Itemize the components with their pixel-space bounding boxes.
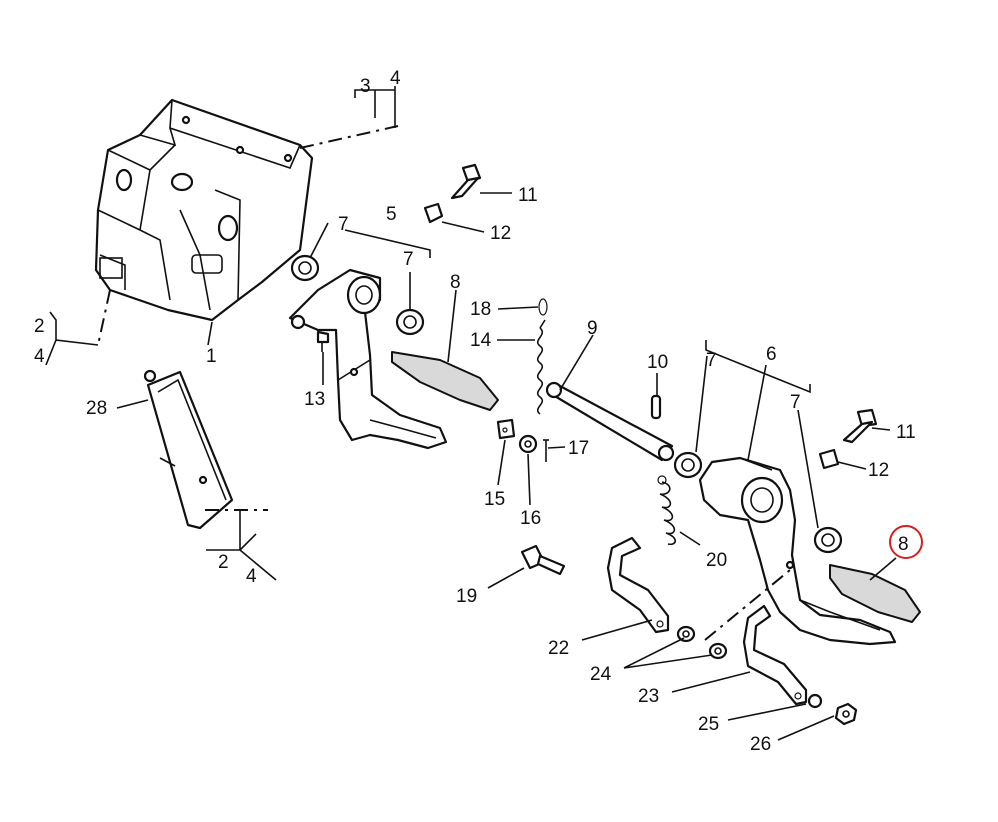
leader-lines [45, 86, 897, 741]
bolt-13 [316, 330, 330, 352]
brake-pedal-left [288, 268, 448, 450]
label-4-bottom: 4 [246, 566, 257, 587]
nut-26 [834, 702, 858, 726]
washer-24-a [676, 625, 696, 643]
link-arm-22 [606, 536, 670, 634]
bolt-19 [520, 544, 566, 576]
pin-10 [650, 394, 662, 420]
bolt-11-top [450, 163, 482, 200]
label-5: 5 [386, 204, 397, 225]
side-plate [143, 369, 268, 530]
pedal-bracket-housing [94, 98, 314, 322]
nut-12-right [818, 448, 840, 470]
bolt-11-right [842, 408, 878, 444]
label-11-right: 11 [896, 422, 916, 443]
label-7-b: 7 [403, 249, 414, 270]
label-20: 20 [706, 550, 727, 571]
label-4-left: 4 [34, 346, 45, 367]
label-19: 19 [456, 586, 477, 607]
label-2-bottom: 2 [218, 552, 229, 573]
label-28: 28 [86, 398, 107, 419]
label-8-left: 8 [450, 272, 461, 293]
label-24: 24 [590, 664, 612, 685]
link-arm-23 [742, 604, 808, 706]
nut-12-top [423, 202, 444, 224]
spring-14 [536, 319, 546, 415]
axis-line-top [299, 125, 399, 149]
label-14: 14 [470, 330, 492, 351]
bushing-right-1 [673, 451, 703, 479]
label-13: 13 [304, 389, 325, 410]
bushing-right-2 [813, 526, 843, 554]
label-22: 22 [548, 638, 569, 659]
washer-24-b [708, 642, 728, 660]
label-9: 9 [587, 318, 598, 339]
pin-18 [538, 298, 548, 316]
label-7-a: 7 [338, 214, 349, 235]
label-8-right: 8 [898, 534, 909, 555]
highlight-circle [889, 525, 923, 559]
label-7-c: 7 [706, 350, 717, 371]
spring-20 [657, 475, 677, 546]
pedal-pad-right [829, 564, 921, 623]
label-12-right: 12 [868, 460, 889, 481]
axis-line-left [97, 289, 111, 346]
cross-shaft [545, 381, 675, 462]
label-16: 16 [520, 508, 541, 529]
label-3: 3 [360, 76, 371, 97]
label-18: 18 [470, 299, 491, 320]
clip-15 [496, 418, 516, 440]
label-23: 23 [638, 686, 659, 707]
bushing-left-2 [395, 308, 425, 336]
label-4-top: 4 [390, 68, 401, 89]
washer-16 [518, 434, 538, 454]
part-labels: 3 4 1 2 4 28 2 4 7 5 7 8 11 12 13 14 18 … [34, 68, 916, 755]
label-25: 25 [698, 714, 719, 735]
pedal-pad-left [391, 351, 499, 411]
label-17: 17 [568, 438, 589, 459]
lock-washer-25 [807, 693, 823, 709]
brake-pedal-right [698, 456, 897, 646]
label-12-top: 12 [490, 223, 511, 244]
label-26: 26 [750, 734, 771, 755]
label-6: 6 [766, 344, 777, 365]
label-7-d: 7 [790, 392, 801, 413]
label-10: 10 [647, 352, 668, 373]
label-1: 1 [206, 346, 217, 367]
bushing-left-1 [290, 254, 320, 282]
label-15: 15 [484, 489, 505, 510]
label-2-left: 2 [34, 316, 45, 337]
pin-17 [543, 439, 549, 462]
label-11-top: 11 [518, 185, 538, 206]
axis-line-link [704, 569, 791, 641]
